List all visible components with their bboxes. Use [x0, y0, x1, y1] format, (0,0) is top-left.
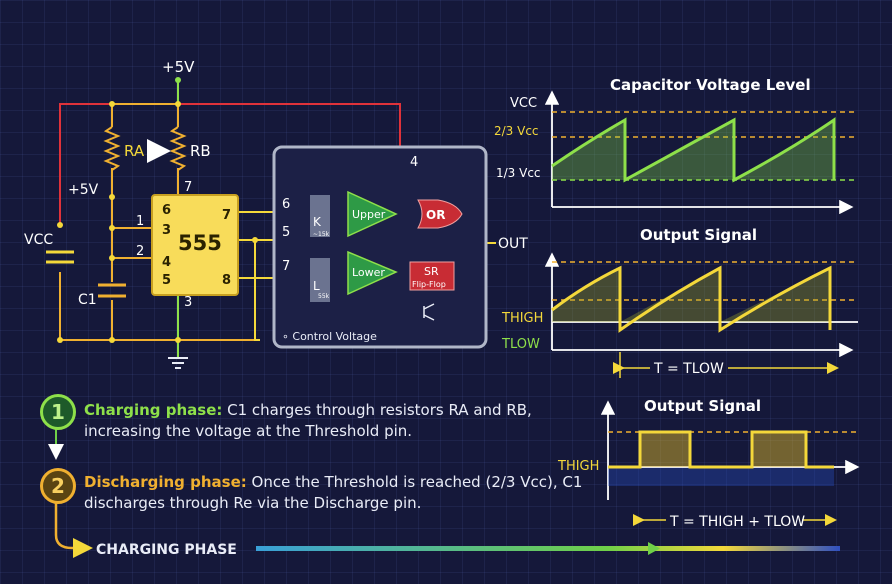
graph2-waveform — [551, 265, 832, 333]
pin-1: 1 — [136, 214, 144, 229]
graph2-guides — [552, 261, 856, 301]
graph1-vcc-label: VCC — [510, 96, 537, 111]
graph2-axes — [544, 252, 858, 358]
bottom-arrowhead — [648, 542, 660, 555]
capacitor-c1 — [98, 283, 126, 298]
graph2-thigh-label: THIGH — [501, 311, 543, 326]
phase-1-heading: Charging phase: — [84, 401, 223, 419]
phase-1-badge: 1 — [40, 394, 76, 430]
graph1-title: Capacitor Voltage Level — [610, 76, 811, 94]
internal-block — [272, 145, 488, 349]
sr-label: SR — [424, 265, 439, 278]
phase-2-heading: Discharging phase: — [84, 473, 247, 491]
block-pin-6: 6 — [282, 197, 290, 212]
pin-7-top: 7 — [184, 180, 192, 195]
or-gate — [417, 199, 463, 229]
upper-comparator — [347, 190, 398, 238]
ground-icon — [168, 357, 188, 369]
lower-label: Lower — [352, 266, 385, 279]
graph2-title: Output Signal — [640, 226, 757, 244]
discharge-transistor — [423, 303, 435, 321]
chip-555 — [151, 194, 239, 296]
k-label: K — [313, 215, 322, 229]
chip-label: 555 — [178, 231, 222, 255]
graph1-fill — [552, 120, 834, 180]
graph2-period-label: T = TLOW — [653, 361, 724, 377]
graph1-two-thirds-label: 2/3 Vcc — [494, 124, 539, 138]
ra-label: RA — [124, 142, 145, 160]
flip-flop-label: Flip-Flop — [412, 280, 446, 289]
vcc-left-label: VCC — [24, 232, 53, 248]
block-pin-7: 7 — [282, 259, 290, 274]
resistor-rb — [169, 126, 187, 171]
phase-2-badge: 2 — [40, 468, 76, 504]
bottom-curve — [54, 500, 93, 558]
graph3-thigh-label: THIGH — [557, 459, 599, 474]
control-voltage-label: ∘ Control Voltage — [282, 330, 377, 343]
phase-1-description: C1 charges through resistors RA and RB, … — [84, 401, 532, 440]
graph2-tlow-label: TLOW — [501, 337, 540, 352]
upper-label: Upper — [352, 208, 386, 221]
graph3-waveform — [608, 430, 834, 469]
l-label: L — [313, 279, 320, 293]
pin-5: 5 — [162, 273, 171, 288]
plus5-left-label: +5V — [68, 182, 99, 198]
pin-3-inner: 3 — [162, 223, 171, 238]
block-pin-4: 4 — [410, 155, 418, 170]
pin-7-inner: 7 — [222, 208, 231, 223]
supply-label: +5V — [162, 58, 195, 76]
bottom-phase-label: CHARGING PHASE — [96, 542, 237, 558]
graph1-one-third-label: 1/3 Vcc — [496, 166, 541, 180]
graph2-period-marker — [613, 352, 839, 378]
pin-3-bottom: 3 — [184, 295, 192, 310]
pin-2: 2 — [136, 244, 144, 259]
graph2-fill — [552, 268, 830, 322]
capacitor-vcc — [46, 250, 74, 264]
l-sub-label: 55k — [318, 293, 330, 300]
graph3-fill — [608, 432, 834, 486]
phase-2-text: Discharging phase: Once the Threshold is… — [84, 472, 584, 514]
graph1-waveform — [551, 117, 836, 183]
divider-k — [310, 195, 330, 237]
sr-flip-flop — [409, 261, 455, 291]
graph3-period-label: T = THIGH + TLOW — [669, 514, 805, 530]
pin-6: 6 — [162, 203, 171, 218]
out-label: OUT — [498, 236, 528, 252]
pin-8: 8 — [222, 273, 231, 288]
phase-2-description: Once the Threshold is reached (2/3 Vcc),… — [84, 473, 583, 512]
bottom-gradient-arrow — [256, 546, 840, 551]
divider-l — [310, 258, 330, 302]
c1-label: C1 — [78, 292, 97, 308]
block-pin-5: 5 — [282, 225, 290, 240]
lower-comparator — [347, 250, 398, 296]
or-label: OR — [426, 208, 445, 222]
rb-label: RB — [190, 142, 211, 160]
graph3-title: Output Signal — [644, 397, 761, 415]
phase-1-text: Charging phase: C1 charges through resis… — [84, 400, 584, 442]
graph1-axes — [544, 90, 854, 215]
k-sub-label: ~15k — [313, 231, 330, 238]
pin-4: 4 — [162, 255, 171, 270]
resistor-ra — [103, 126, 121, 171]
